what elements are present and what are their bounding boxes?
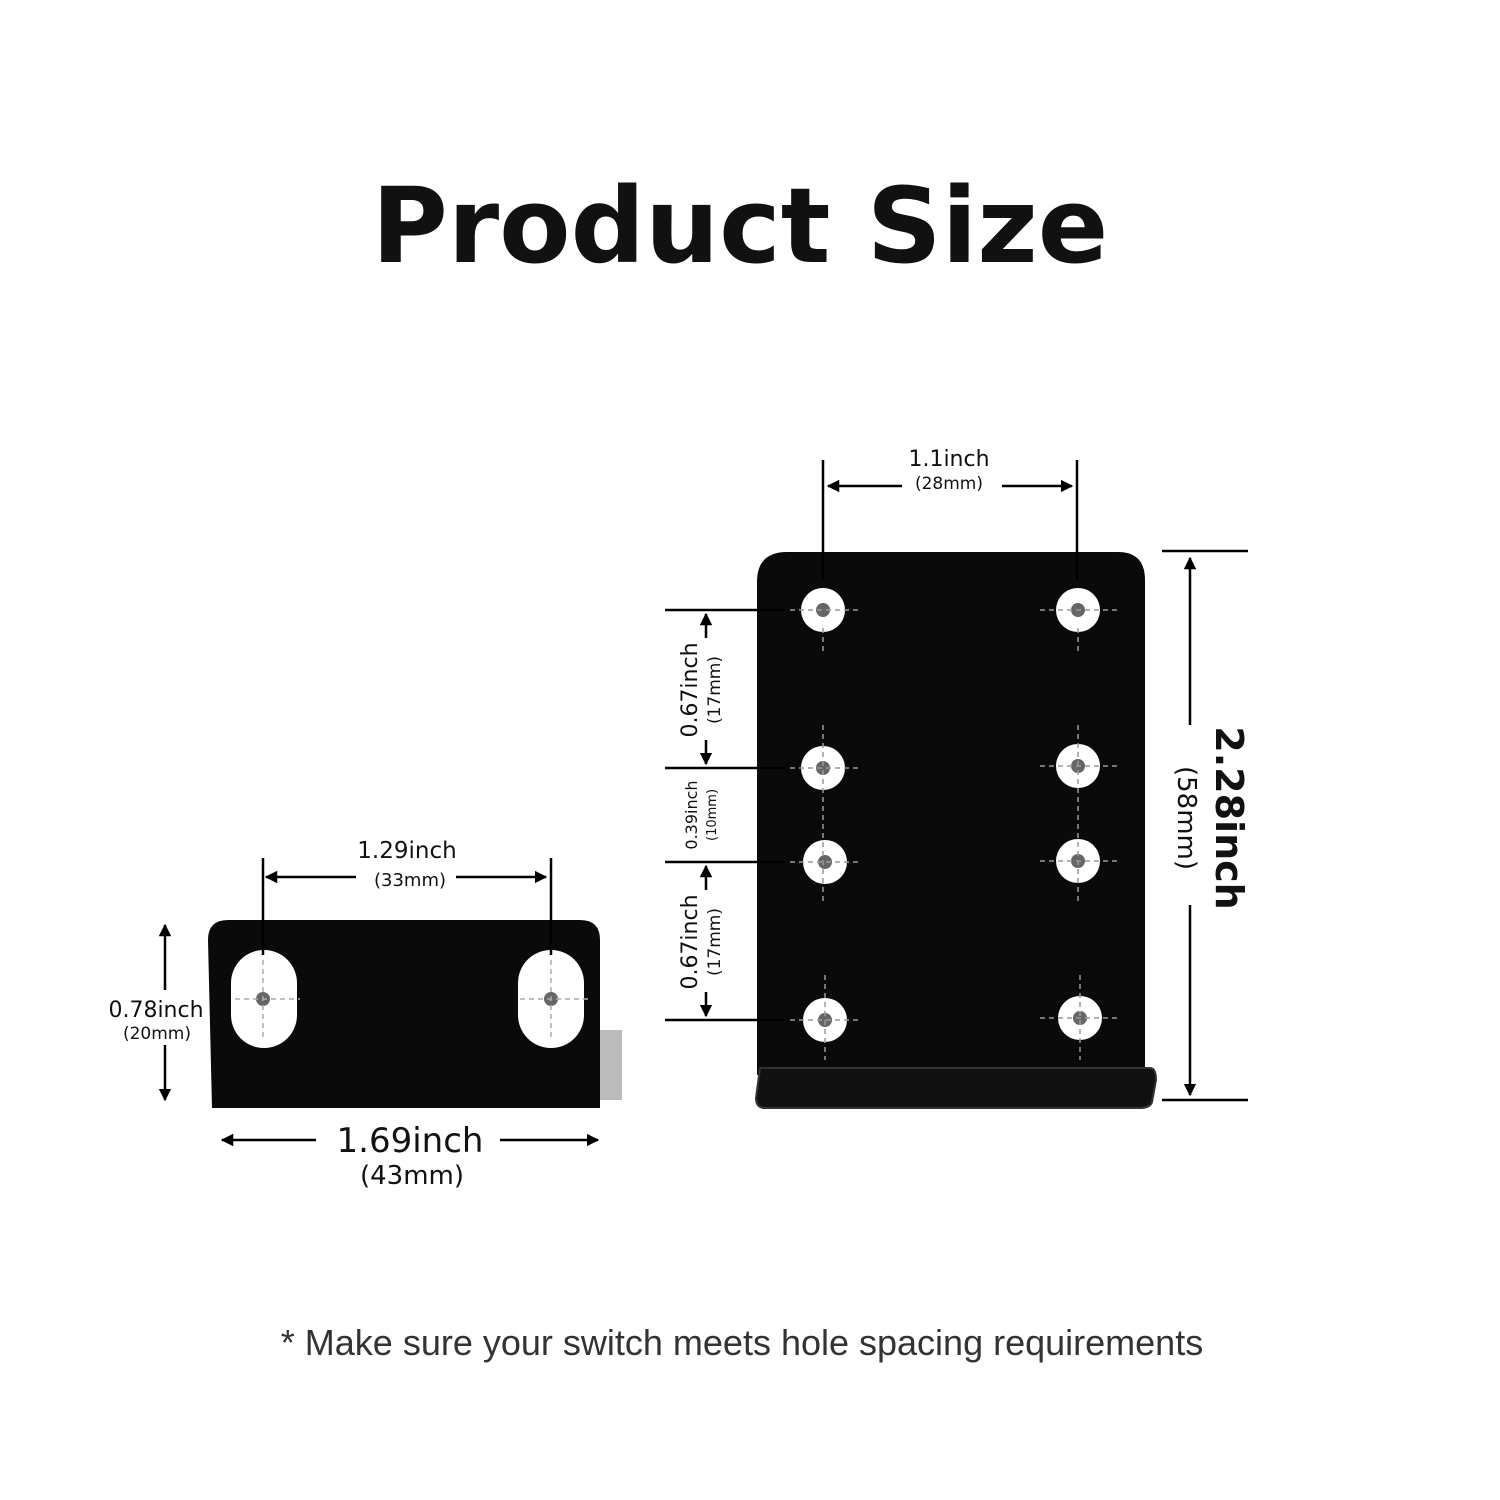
large-spacing-mm: (28mm) <box>915 474 983 494</box>
large-height-mm: (58mm) <box>1171 766 1201 870</box>
large-height-dimension <box>1162 549 1248 1102</box>
mount-hole <box>801 746 845 790</box>
footnote: * Make sure your switch meets hole spaci… <box>281 1322 1203 1363</box>
small-hole-spacing-dimension <box>261 858 553 955</box>
small-height-mm: (20mm) <box>123 1024 191 1044</box>
upper-gap-mm: (17mm) <box>705 656 725 724</box>
mount-hole <box>801 588 845 632</box>
page-title: Product Size <box>372 165 1109 287</box>
small-spacing-mm: (33mm) <box>374 870 446 891</box>
lower-gap-mm: (17mm) <box>705 908 725 976</box>
large-hole-gap-dimensions <box>665 608 785 1022</box>
lower-gap-inch: 0.67inch <box>678 894 703 989</box>
mount-hole <box>803 840 847 884</box>
small-spacing-inch: 1.29inch <box>357 838 456 864</box>
small-height-inch: 0.78inch <box>108 998 203 1023</box>
large-height-inch: 2.28inch <box>1207 726 1251 909</box>
small-width-inch: 1.69inch <box>337 1121 484 1161</box>
middle-gap-inch: 0.39inch <box>682 780 701 849</box>
small-bracket <box>208 920 622 1108</box>
large-spacing-inch: 1.1inch <box>908 447 989 472</box>
large-bracket <box>754 552 1158 1109</box>
middle-gap-mm: (10mm) <box>705 789 720 841</box>
large-hole-spacing-dimension <box>821 460 1079 580</box>
small-width-mm: (43mm) <box>360 1161 464 1191</box>
upper-gap-inch: 0.67inch <box>678 642 703 737</box>
